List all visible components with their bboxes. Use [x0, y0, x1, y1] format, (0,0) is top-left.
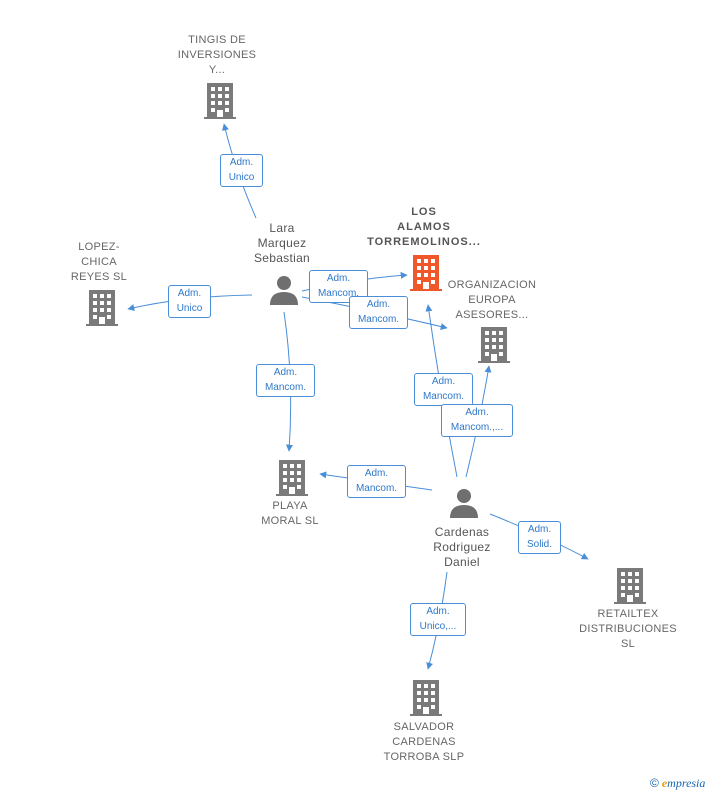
relation-lara-organizacion[interactable]: Adm. Mancom.: [349, 296, 408, 329]
organizacion-building-icon[interactable]: [478, 327, 510, 368]
tingis-building-icon[interactable]: [204, 83, 236, 124]
relation-lara-tingis[interactable]: Adm. Unico: [220, 154, 263, 187]
alamos-building-icon[interactable]: [410, 255, 442, 296]
salvador-building-icon[interactable]: [410, 680, 442, 721]
organizacion-label[interactable]: ORGANIZACION EUROPA ASESORES...: [447, 279, 537, 321]
brand-initial: e: [661, 776, 668, 790]
lopez-building-icon[interactable]: [86, 290, 118, 331]
brand-name: mpresia: [667, 776, 706, 790]
playa-building-icon[interactable]: [276, 460, 308, 501]
playa-label[interactable]: PLAYA MORAL SL: [261, 500, 319, 527]
relation-lara-lopez[interactable]: Adm. Unico: [168, 285, 211, 318]
cardenas-label[interactable]: Cardenas Rodriguez Daniel: [433, 525, 491, 569]
retailtex-building-icon[interactable]: [614, 568, 646, 609]
lopez-label[interactable]: LOPEZ- CHICA REYES SL: [70, 241, 128, 283]
salvador-label[interactable]: SALVADOR CARDENAS TORROBA SLP: [383, 721, 465, 763]
retailtex-label[interactable]: RETAILTEX DISTRIBUCIONES SL: [579, 608, 677, 650]
tingis-label[interactable]: TINGIS DE INVERSIONES Y...: [177, 34, 257, 76]
copyright-symbol: ©: [650, 776, 659, 790]
relation-cardenas-retailtex[interactable]: Adm. Solid.: [518, 521, 561, 554]
alamos-label[interactable]: LOS ALAMOS TORREMOLINOS...: [367, 206, 481, 248]
empresia-logo: ©empresia: [650, 776, 705, 791]
lara-label[interactable]: Lara Marquez Sebastian: [253, 221, 311, 265]
relation-cardenas-alamos[interactable]: Adm. Mancom.: [414, 373, 473, 406]
relation-cardenas-playa[interactable]: Adm. Mancom.: [347, 465, 406, 498]
lara-person-icon[interactable]: [268, 275, 300, 310]
relation-cardenas-salvador[interactable]: Adm. Unico,...: [410, 603, 466, 636]
relation-lara-playa[interactable]: Adm. Mancom.: [256, 364, 315, 397]
cardenas-person-icon[interactable]: [448, 488, 480, 523]
relation-cardenas-organizacion[interactable]: Adm. Mancom.,...: [441, 404, 513, 437]
